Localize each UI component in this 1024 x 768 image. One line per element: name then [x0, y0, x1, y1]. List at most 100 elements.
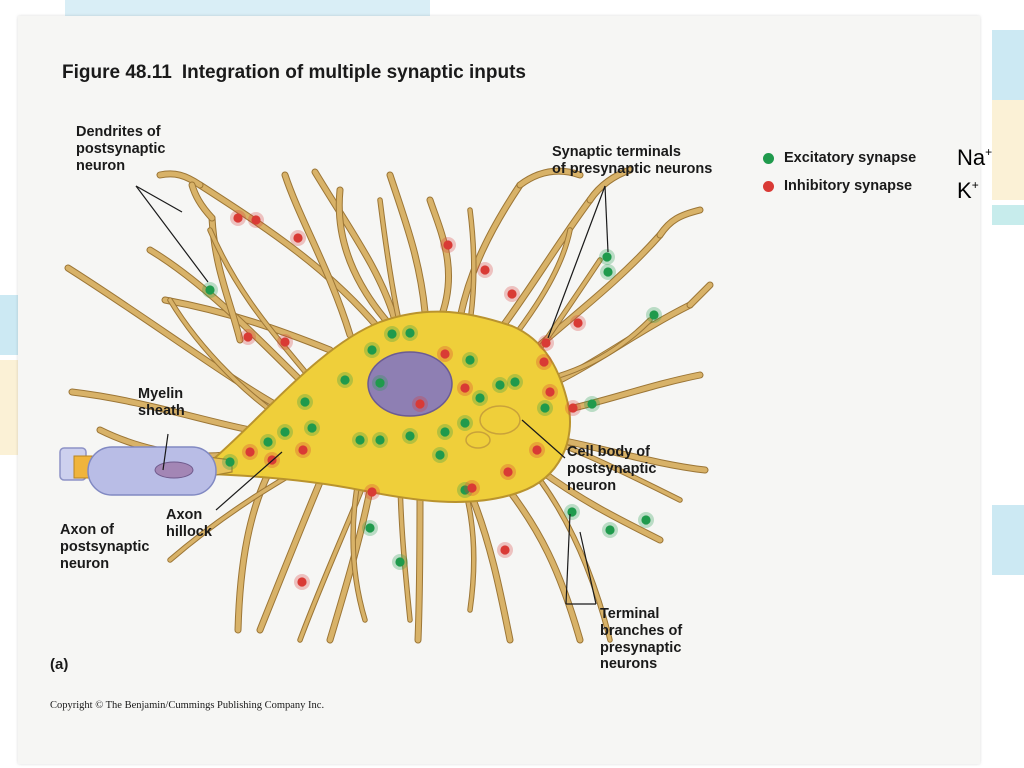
excitatory-synapse [405, 431, 415, 441]
excitatory-synapse [567, 507, 577, 517]
inhibitory-synapse [293, 233, 303, 243]
ion-potassium: K+ [957, 178, 979, 204]
excitatory-synapse [460, 418, 470, 428]
label-line: Cell body of [567, 444, 650, 460]
excitatory-synapse [367, 345, 377, 355]
inhibitory-synapse [298, 445, 308, 455]
excitatory-synapse [465, 355, 475, 365]
ion-charge: + [985, 145, 993, 159]
dendrite-branch [497, 197, 593, 333]
inhibitory-synapse [539, 357, 549, 367]
ion-sodium: Na+ [957, 145, 992, 171]
excitatory-synapse [365, 523, 375, 533]
excitatory-dot-icon [763, 152, 774, 164]
excitatory-synapse [510, 377, 520, 387]
pointer-lines [135, 185, 609, 605]
dendrite-branch [197, 182, 383, 333]
excitatory-synapse [440, 427, 450, 437]
inhibitory-synapse [280, 337, 290, 347]
nucleus [367, 351, 453, 417]
inhibitory-synapse [443, 240, 453, 250]
dendrite-branch [415, 492, 423, 643]
excitatory-synapse [205, 285, 215, 295]
label-line: Axon of [60, 522, 114, 538]
legend-inhibitory: Inhibitory synapse [763, 178, 912, 194]
dendrite-branch [467, 489, 513, 643]
label-line: Myelin [138, 386, 184, 402]
label-axon: Axon of postsynaptic neuron [60, 522, 149, 572]
excitatory-synapse [605, 525, 615, 535]
excitatory-synapse [649, 310, 659, 320]
excitatory-synapse [475, 393, 485, 403]
inhibitory-synapse [573, 318, 583, 328]
figure-number: Figure 48.11 [62, 62, 172, 83]
inhibitory-synapse [480, 265, 490, 275]
label-line: sheath [138, 402, 185, 419]
background-strip-top [65, 0, 430, 16]
dendrite-branch [282, 172, 353, 338]
legend-excitatory-label: Excitatory synapse [784, 150, 917, 166]
inhibitory-synapse [440, 349, 450, 359]
ion-charge: + [971, 178, 979, 192]
excitatory-synapse [435, 450, 445, 460]
excitatory-synapse [395, 557, 405, 567]
dendrite-branch [235, 467, 273, 633]
label-line: branches of [600, 622, 683, 639]
excitatory-synapse [307, 423, 317, 433]
label-line: presynaptic [600, 639, 682, 656]
label-line: Dendrites of [76, 124, 161, 140]
excitatory-synapse [263, 437, 273, 447]
excitatory-synapse [387, 329, 397, 339]
excitatory-synapse [375, 435, 385, 445]
legend-inhibitory-label: Inhibitory synapse [784, 178, 913, 194]
label-line: of presynaptic neurons [552, 160, 713, 177]
label-line: neuron [567, 477, 617, 494]
cell-body-organelle [465, 431, 491, 449]
label-cell-body: Cell body of postsynaptic neuron [567, 444, 656, 494]
inhibitory-synapse [507, 289, 517, 299]
dendrite-branch [69, 389, 253, 433]
dendrite-branch [387, 172, 428, 315]
excitatory-synapse [280, 427, 290, 437]
dendrite-branch [587, 167, 633, 203]
dendrite-branch [517, 168, 583, 188]
label-terminal-branches: Terminal branches of presynaptic neurons [600, 606, 682, 673]
excitatory-synapse [641, 515, 651, 525]
cell-body-organelle [479, 405, 521, 435]
synapses [202, 210, 662, 590]
dendrite-branch [157, 171, 203, 188]
schwann-cell-nucleus [154, 461, 194, 479]
label-line: neurons [600, 656, 658, 673]
inhibitory-synapse [568, 403, 578, 413]
excitatory-synapse [405, 328, 415, 338]
label-line: postsynaptic [567, 460, 657, 477]
inhibitory-synapse [243, 332, 253, 342]
excitatory-synapse [225, 457, 235, 467]
panel-label: (a) [50, 656, 69, 673]
excitatory-synapse [375, 378, 385, 388]
ion-symbol: Na [957, 145, 986, 170]
dendrite-branch [336, 187, 393, 328]
label-line: postsynaptic [76, 140, 166, 157]
excitatory-synapse [340, 375, 350, 385]
excitatory-synapse [300, 397, 310, 407]
inhibitory-synapse [467, 483, 477, 493]
dendrite-branch [427, 197, 452, 323]
ion-symbol: K [957, 178, 972, 203]
dendrite-branch [657, 207, 703, 238]
label-line: Synaptic terminals [552, 144, 681, 160]
inhibitory-synapse [367, 487, 377, 497]
background-strip-right-blue [992, 30, 1024, 100]
label-line: Axon [166, 507, 203, 523]
dendrite-branch [189, 182, 215, 221]
label-line: neuron [76, 157, 126, 174]
inhibitory-dot-icon [763, 180, 774, 192]
dendrite-branch [65, 265, 288, 413]
label-line: hillock [166, 523, 212, 540]
excitatory-synapse [540, 403, 550, 413]
excitatory-synapse [602, 252, 612, 262]
legend-excitatory: Excitatory synapse [763, 150, 916, 166]
label-dendrites: Dendrites of postsynaptic neuron [76, 124, 165, 174]
